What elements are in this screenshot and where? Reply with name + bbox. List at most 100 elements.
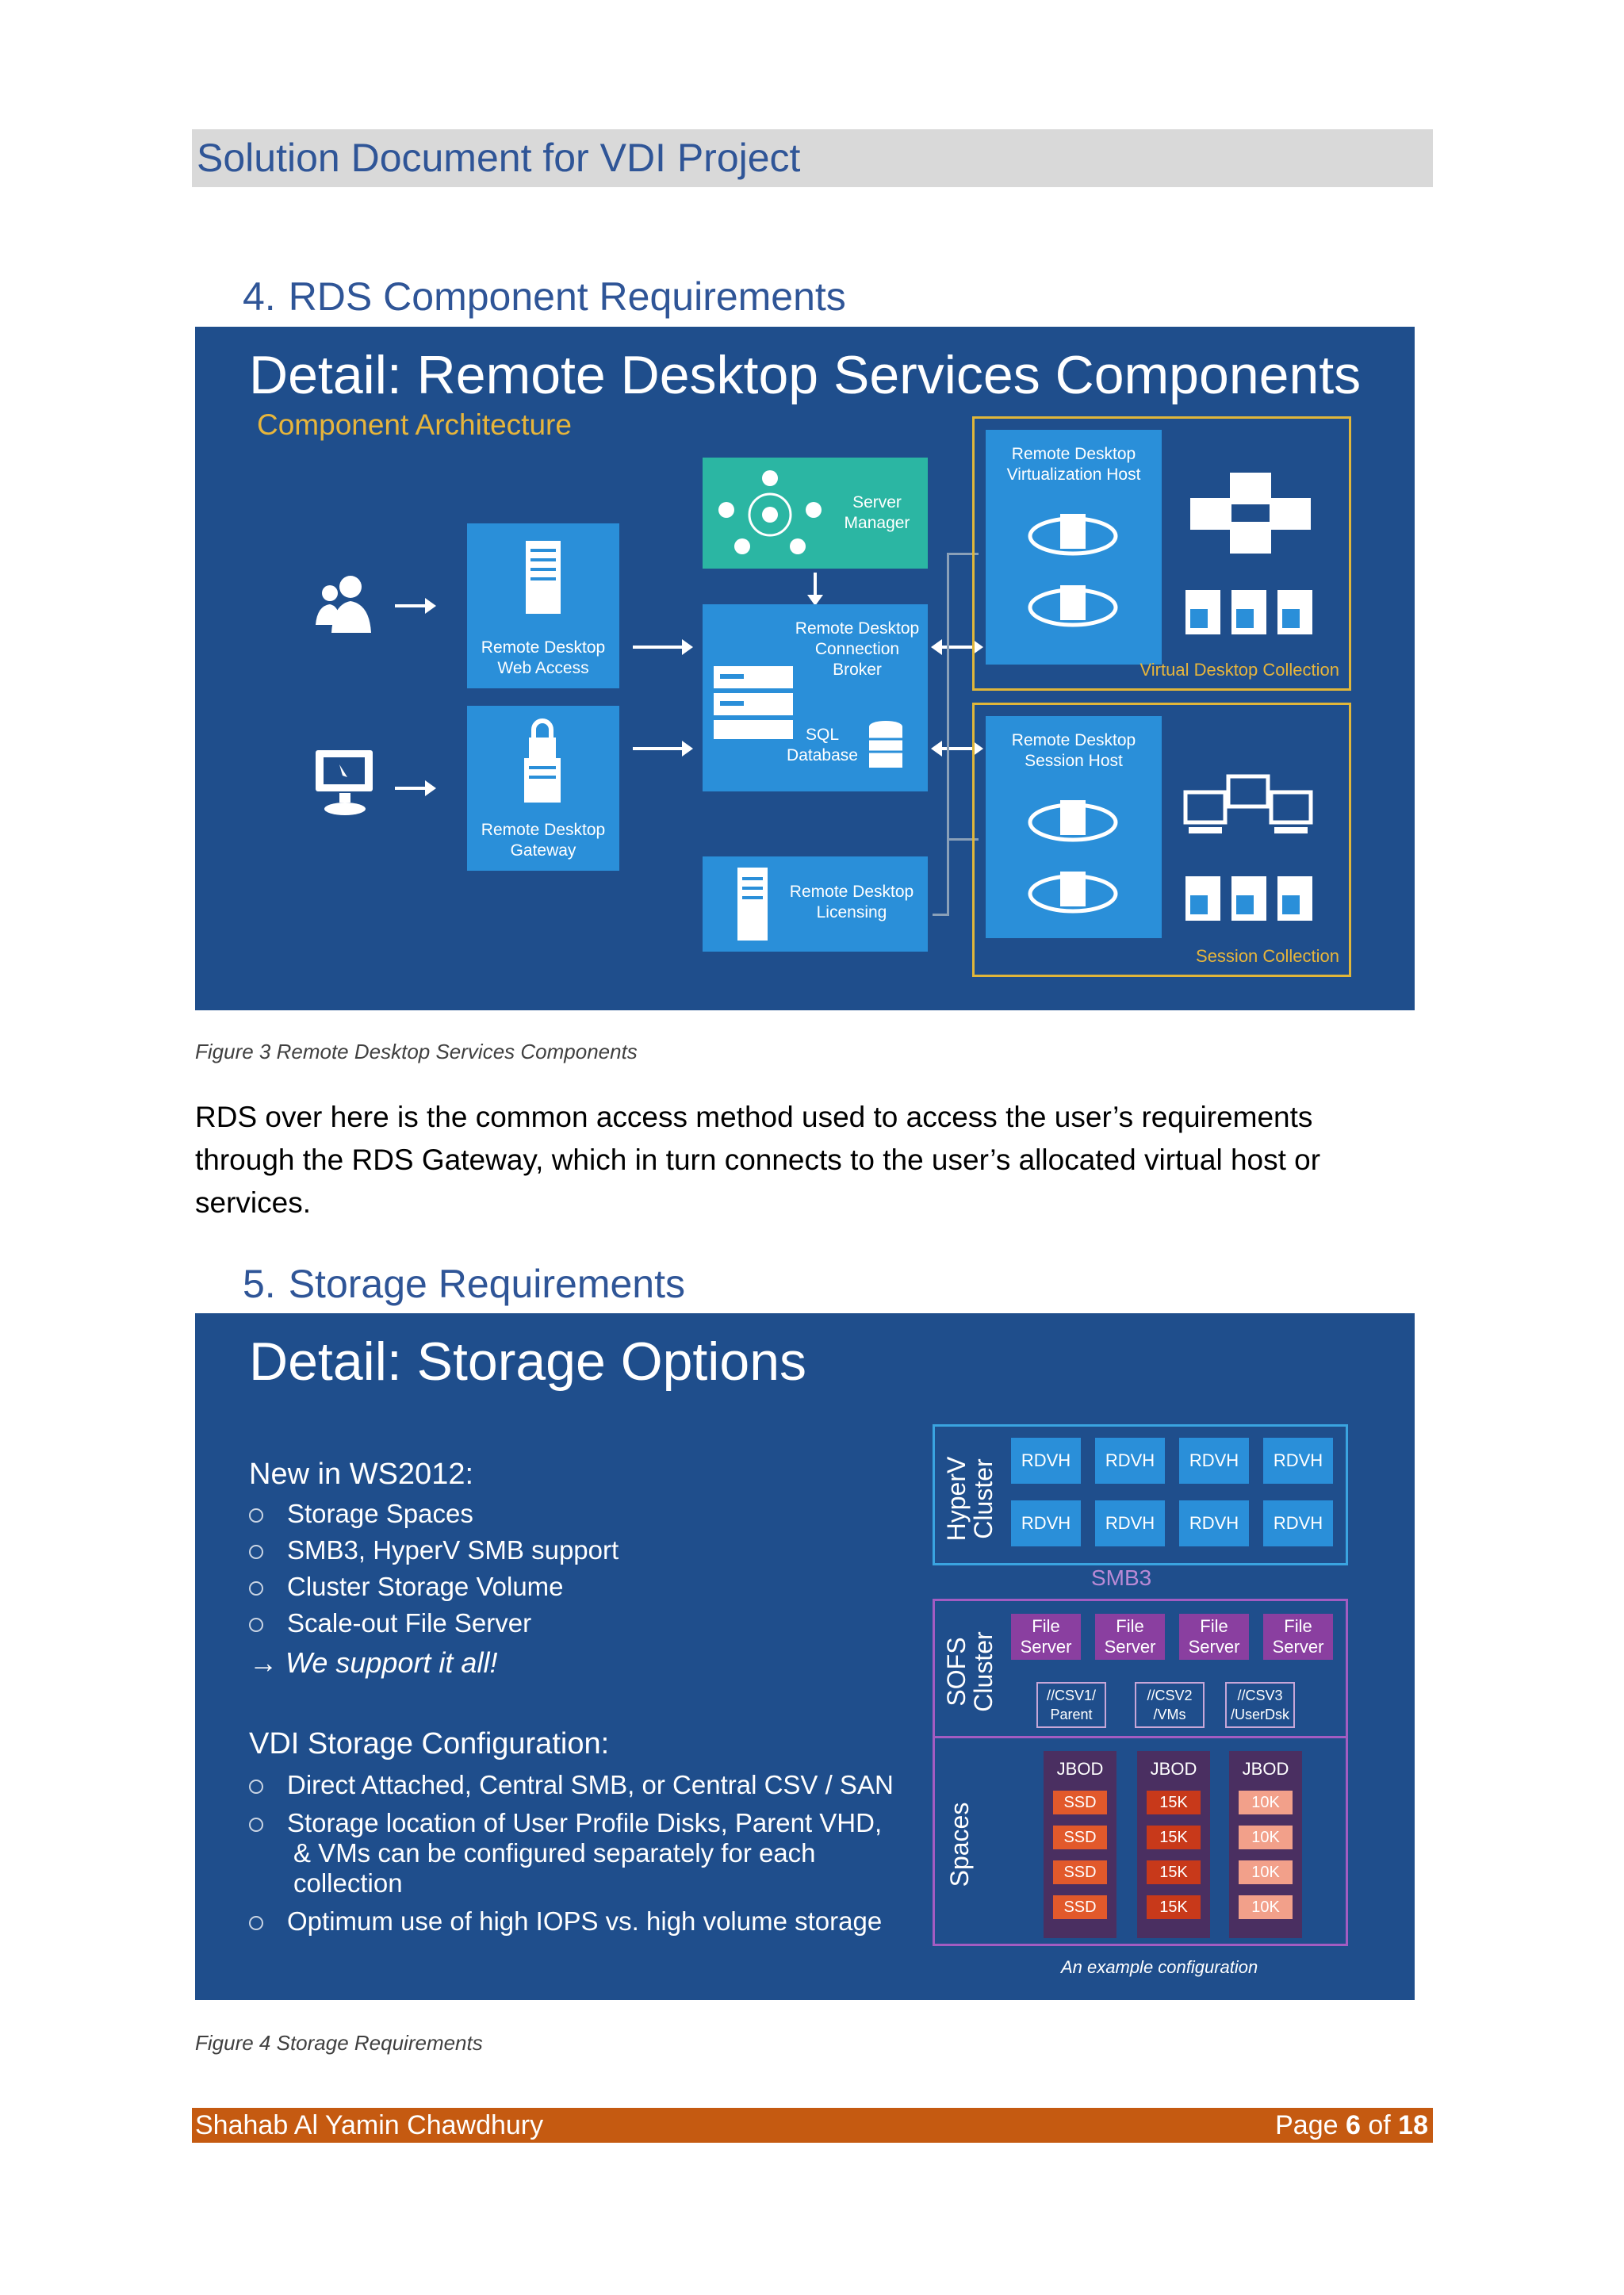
list-item: Cluster Storage Volume — [249, 1572, 619, 1602]
rdvh-node: RDVH — [1095, 1438, 1165, 1484]
section-title: Storage Requirements — [288, 1262, 685, 1306]
slide-subtitle: Component Architecture — [257, 408, 572, 441]
paragraph-line: RDS over here is the common access metho… — [195, 1101, 1313, 1133]
virtual-desktop-collection-label: Virtual Desktop Collection — [1139, 660, 1340, 680]
bullet-icon — [249, 1618, 263, 1633]
bullet-icon — [249, 1545, 263, 1560]
server-tower-icon — [526, 541, 561, 614]
new-in-ws2012-heading: New in WS2012: — [249, 1458, 474, 1491]
disk-ssd: SSD — [1053, 1826, 1107, 1849]
client-monitor-icon — [316, 750, 373, 815]
rdvh-node: RDVH — [1179, 1438, 1249, 1484]
connection-broker-label: Remote Desktop Connection Broker — [795, 619, 920, 679]
client-to-gateway-arrow — [395, 780, 436, 796]
bullet-icon — [249, 1581, 263, 1596]
list-item: Storage Spaces — [249, 1499, 619, 1529]
figure-4-caption: Figure 4 Storage Requirements — [195, 2031, 483, 2055]
manager-arrowhead — [807, 595, 823, 606]
disk-10k: 10K — [1239, 1860, 1293, 1884]
gateway-to-broker-arrow — [633, 741, 693, 757]
page-number: Page 6 of 18 — [1275, 2110, 1428, 2140]
vdi-storage-list: Direct Attached, Central SMB, or Central… — [249, 1770, 947, 1937]
jbod-enclosure: JBOD SSD SSD SSD SSD — [1044, 1751, 1116, 1938]
list-item-continuation: & VMs can be configured separately for e… — [293, 1838, 816, 1868]
license-server-icon — [737, 868, 768, 941]
example-config-note: An example configuration — [1061, 1957, 1258, 1977]
license-connector-mid — [947, 838, 979, 841]
support-statement: → We support it all! — [249, 1646, 498, 1679]
users-icon — [316, 576, 371, 633]
paragraph-line: services. — [195, 1186, 311, 1219]
session-host-icon — [1028, 800, 1118, 842]
broker-session-arrow — [931, 741, 983, 757]
rdvh-node: RDVH — [1011, 1438, 1081, 1484]
section-title: RDS Component Requirements — [288, 274, 846, 319]
slide-title: Detail: Storage Options — [249, 1331, 807, 1392]
list-item: Scale-out File Server — [249, 1608, 619, 1638]
bullet-icon — [249, 1508, 263, 1523]
document-footer: Shahab Al Yamin Chawdhury Page 6 of 18 — [192, 2108, 1433, 2143]
lock-server-icon — [524, 718, 561, 803]
disk-10k: 10K — [1239, 1826, 1293, 1849]
spaces-label: Spaces — [945, 1802, 974, 1887]
rdvh-node: RDVH — [1263, 1500, 1333, 1546]
figure-3-caption: Figure 3 Remote Desktop Services Compone… — [195, 1040, 638, 1063]
csv-volume: //CSV2/VMs — [1135, 1682, 1205, 1728]
disk-15k: 15K — [1147, 1860, 1201, 1884]
rdvh-node: RDVH — [1179, 1500, 1249, 1546]
rds-components-slide: Detail: Remote Desktop Services Componen… — [195, 327, 1415, 1010]
rdvh-node: RDVH — [1011, 1500, 1081, 1546]
document-header: Solution Document for VDI Project — [192, 129, 1433, 187]
paragraph-line: through the RDS Gateway, which in turn c… — [195, 1144, 1321, 1176]
office-documents-icon — [1185, 876, 1312, 921]
rds-paragraph: RDS over here is the common access metho… — [195, 1096, 1432, 1224]
csv-volume: //CSV1/Parent — [1036, 1682, 1106, 1728]
jbod-label: JBOD — [1150, 1759, 1197, 1779]
disk-15k: 15K — [1147, 1895, 1201, 1919]
broker-vdc-arrow — [931, 639, 983, 655]
session-collection-label: Session Collection — [1196, 946, 1339, 966]
csv-volume: //CSV3/UserDsk — [1225, 1682, 1295, 1728]
license-connector-bottom — [933, 914, 948, 916]
disk-10k: 10K — [1239, 1895, 1293, 1919]
user-to-web-arrow — [395, 598, 436, 614]
bullet-icon — [249, 1818, 263, 1833]
server-manager-hub-icon — [718, 470, 822, 554]
spaces-box: Spaces — [933, 1738, 1348, 1946]
list-item: Direct Attached, Central SMB, or Central… — [249, 1770, 947, 1800]
list-item: SMB3, HyperV SMB support — [249, 1535, 619, 1565]
jbod-enclosure: JBOD 15K 15K 15K 15K — [1137, 1751, 1210, 1938]
section-number: 4. — [243, 274, 276, 319]
disk-ssd: SSD — [1053, 1895, 1107, 1919]
bullet-icon — [249, 1780, 263, 1795]
disk-ssd: SSD — [1053, 1860, 1107, 1884]
list-item: Optimum use of high IOPS vs. high volume… — [249, 1906, 947, 1937]
jbod-label: JBOD — [1056, 1759, 1104, 1779]
disk-10k: 10K — [1239, 1791, 1293, 1814]
bullet-icon — [249, 1916, 263, 1931]
section-heading-5: 5.Storage Requirements — [243, 1261, 685, 1307]
vdi-storage-heading: VDI Storage Configuration: — [249, 1727, 610, 1761]
vm-host-icon — [1028, 585, 1118, 627]
disk-15k: 15K — [1147, 1791, 1201, 1814]
